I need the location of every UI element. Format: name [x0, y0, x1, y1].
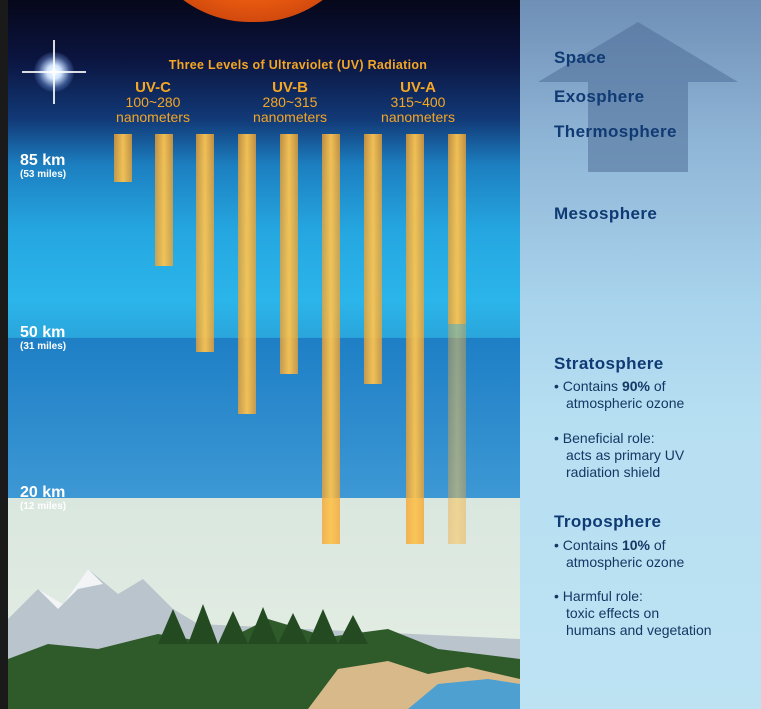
altitude-85-miles: (53 miles) [20, 169, 67, 180]
stratosphere-bullet-2: • Beneficial role: acts as primary UV ra… [554, 430, 761, 481]
troposphere-b1-post: of [649, 537, 666, 553]
uv-b-range: 280~315 [262, 94, 318, 110]
stratosphere-b2-line3: radiation shield [566, 464, 661, 480]
stratosphere-b1-post: of [649, 378, 666, 394]
troposphere-b2-line3: humans and vegetation [566, 622, 712, 638]
uv-title: Three Levels of Ultraviolet (UV) Radiati… [168, 58, 428, 72]
layer-mesosphere: Mesosphere [554, 204, 658, 223]
altitude-50-km: 50 km [20, 324, 66, 341]
layer-thermosphere: Thermosphere [554, 122, 677, 141]
uv-c-ray [114, 134, 132, 182]
up-arrow-icon [538, 22, 738, 172]
troposphere-bullet-1: • Contains 10% of atmospheric ozone [554, 537, 761, 571]
layers-panel: Space Exosphere Thermosphere Mesosphere … [520, 0, 761, 709]
star-icon [22, 40, 86, 104]
stratosphere-b2-line2: acts as primary UV [566, 447, 685, 463]
uv-a-name: UV-A [400, 79, 436, 96]
uv-c-ray [155, 134, 173, 266]
altitude-85-km: 85 km [20, 152, 66, 169]
troposphere-b1-bold: 10% [621, 537, 650, 553]
uv-b-label: UV-B 280~315 nanometers [230, 80, 350, 125]
altitude-20: 20 km (12 miles) [20, 484, 66, 512]
stratosphere-band [8, 338, 520, 498]
layer-troposphere: Troposphere [554, 512, 662, 531]
uv-a-range: 315~400 [390, 94, 446, 110]
uv-b-ray [280, 134, 298, 374]
uv-a-ray [364, 134, 382, 384]
stratosphere-b2-line1: • Beneficial role: [554, 430, 655, 446]
stratosphere-b1-line2: atmospheric ozone [566, 395, 685, 411]
layer-space: Space [554, 48, 607, 67]
uv-b-unit: nanometers [253, 109, 327, 125]
layer-exosphere: Exosphere [554, 87, 645, 106]
uv-c-unit: nanometers [116, 109, 190, 125]
altitude-50-miles: (31 miles) [20, 341, 67, 352]
uv-b-ray [322, 134, 340, 544]
altitude-50: 50 km (31 miles) [20, 324, 66, 352]
uv-a-ray [406, 134, 424, 544]
sky-panel: Three Levels of Ultraviolet (UV) Radiati… [8, 0, 520, 709]
landscape-image [8, 569, 520, 709]
troposphere-b2-line1: • Harmful role: [554, 588, 643, 604]
uv-b-name: UV-B [272, 79, 308, 96]
uv-c-range: 100~280 [125, 94, 181, 110]
layer-stratosphere: Stratosphere [554, 354, 664, 373]
altitude-20-miles: (12 miles) [20, 501, 67, 512]
uv-c-label: UV-C 100~280 nanometers [93, 80, 213, 125]
altitude-85: 85 km (53 miles) [20, 152, 66, 180]
uv-c-ray [196, 134, 214, 352]
stratosphere-b1-pre: • Contains [554, 378, 622, 394]
stratosphere-bullet-1: • Contains 90% of atmospheric ozone [554, 378, 761, 412]
uv-a-label: UV-A 315~400 nanometers [358, 80, 478, 125]
uv-a-unit: nanometers [381, 109, 455, 125]
sun-icon [138, 0, 368, 22]
troposphere-bullet-2: • Harmful role: toxic effects on humans … [554, 588, 761, 639]
uv-a-ray [448, 134, 466, 324]
troposphere-b1-line2: atmospheric ozone [566, 554, 685, 570]
altitude-20-km: 20 km [20, 484, 66, 501]
uv-b-ray [238, 134, 256, 414]
stratosphere-b1-bold: 90% [621, 378, 650, 394]
troposphere-b2-line2: toxic effects on [566, 605, 660, 621]
uv-c-name: UV-C [135, 79, 171, 96]
uv-a-ray [448, 324, 466, 544]
troposphere-b1-pre: • Contains [554, 537, 622, 553]
